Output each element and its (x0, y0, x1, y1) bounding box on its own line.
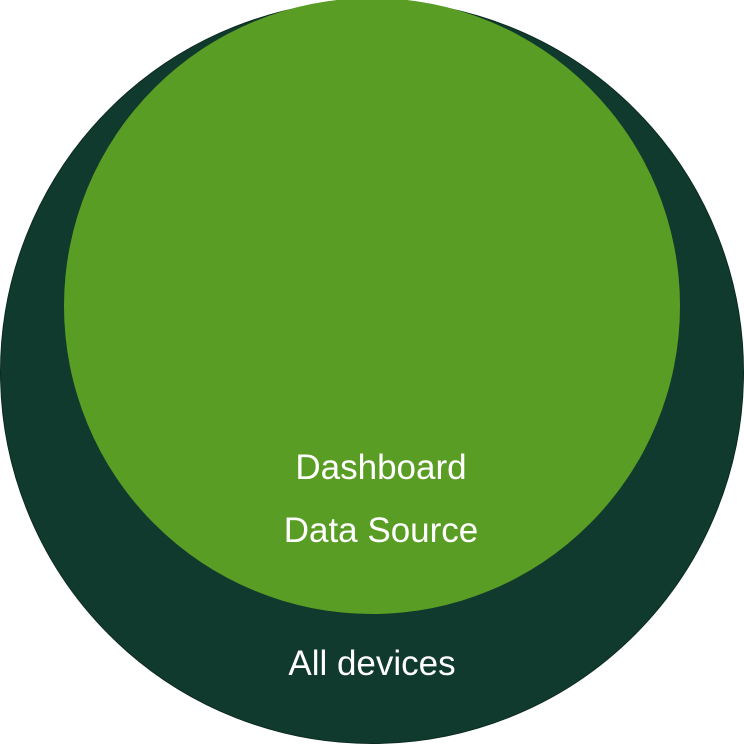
inner-label-line-1: Dashboard (295, 448, 467, 487)
inner-label-line-2: Data Source (283, 511, 479, 550)
inner-circle-dashboard-data-source (64, 0, 680, 614)
outer-circle-label: All devices (288, 644, 456, 683)
inner-circle-label: Dashboard Data Source (181, 436, 581, 562)
